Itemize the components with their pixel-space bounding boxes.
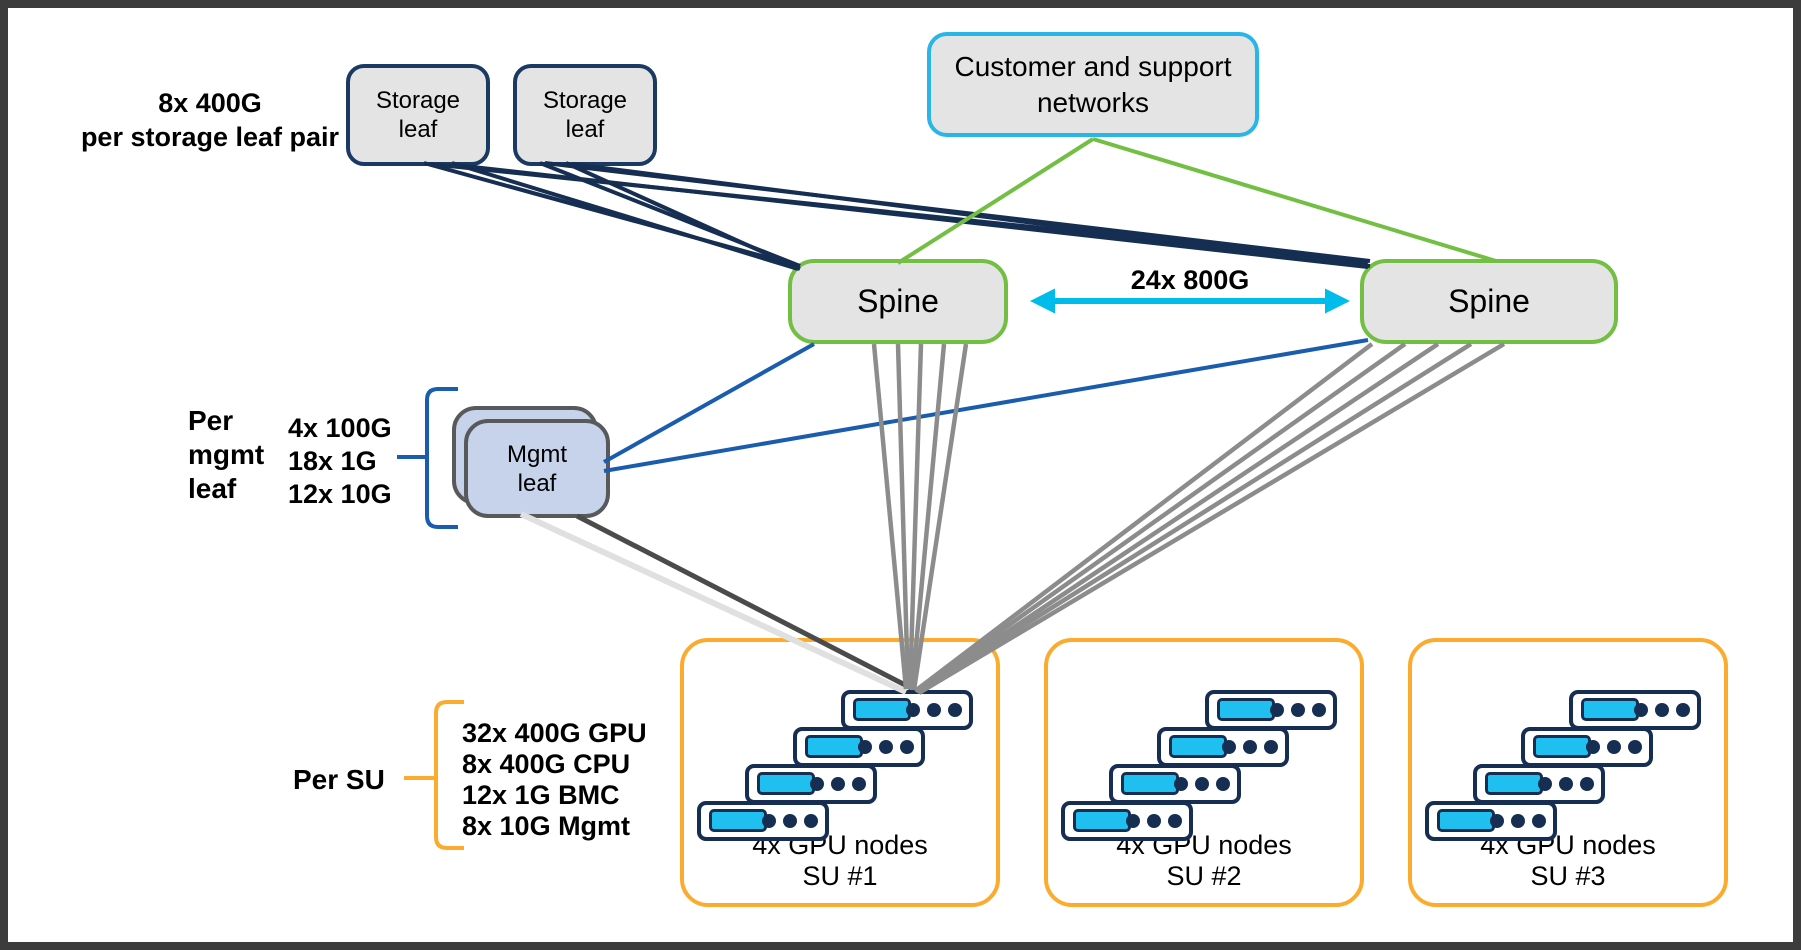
gpu-dots-icon	[906, 703, 962, 717]
storage-leaf-1-label: Storage	[375, 87, 461, 114]
per-su-port-1: 8x 400G CPU	[462, 749, 631, 779]
gpu-node-icon	[1061, 801, 1193, 841]
mgmt-caption-line1: Per	[188, 405, 234, 436]
gpu-node-icon	[1425, 801, 1557, 841]
storage-leaf-1-label2: leaf	[398, 116, 438, 143]
mgmt-leaf: Mgmt leaf	[464, 419, 610, 518]
gpu-cluster-su2	[1061, 690, 1337, 841]
gpu-node-icon	[697, 801, 829, 841]
spine-right: Spine	[1360, 259, 1618, 344]
per-su-ports-list: 32x 400G GPU 8x 400G CPU 12x 1G BMC 8x 1…	[462, 718, 647, 842]
spine-right-label: Spine	[1448, 283, 1530, 319]
gpu-node-icon	[1569, 690, 1701, 730]
su-1-caption: 4x GPU nodes SU #1	[684, 830, 996, 892]
customer-to-spine-links	[896, 137, 1497, 265]
gpu-dots-icon	[762, 814, 818, 828]
storage-leaf-2-label: Storage	[542, 87, 628, 114]
mgmt-leaf-label: Mgmt	[507, 440, 567, 468]
su-box-1: 4x GPU nodes SU #1	[680, 638, 1000, 907]
storage-ports-label: 8x 400G per storage leaf pair	[60, 86, 360, 154]
mgmt-to-su-links	[519, 511, 913, 695]
spine-left: Spine	[788, 259, 1008, 344]
su-1-caption-line2: SU #1	[802, 861, 878, 891]
gpu-dots-icon	[858, 740, 914, 754]
customer-networks-line1: Customer and support	[954, 50, 1232, 82]
mgmt-ports-list: 4x 100G 18x 1G 12x 10G	[288, 412, 392, 511]
gpu-dots-icon	[1586, 740, 1642, 754]
storage-ports-line2: per storage leaf pair	[80, 122, 340, 152]
per-su-port-0: 32x 400G GPU	[462, 718, 647, 748]
gpu-node-icon	[1109, 764, 1241, 804]
customer-networks-box: Customer and support networks	[927, 32, 1259, 137]
mgmt-caption-line3: leaf	[188, 473, 237, 504]
mgmt-port-2: 12x 10G	[288, 479, 392, 509]
gpu-dots-icon	[1174, 777, 1230, 791]
per-su-port-3: 8x 10G Mgmt	[462, 811, 631, 841]
su-2-caption-line2: SU #2	[1166, 861, 1242, 891]
spine-to-su-links	[871, 342, 1506, 695]
spine-left-label: Spine	[857, 283, 939, 319]
mgmt-ports-bracket	[397, 387, 458, 529]
per-su-port-2: 12x 1G BMC	[462, 780, 620, 810]
customer-networks-line2: networks	[1036, 86, 1150, 118]
gpu-cluster-su3	[1425, 690, 1701, 841]
gpu-cluster-su1	[697, 690, 973, 841]
gpu-dots-icon	[1538, 777, 1594, 791]
per-su-ports-bracket	[404, 700, 464, 850]
storage-leaf-1: Storage leaf	[346, 64, 490, 166]
mgmt-leaf-label2: leaf	[517, 469, 557, 497]
gpu-dots-icon	[1222, 740, 1278, 754]
storage-ports-line1: 8x 400G	[158, 88, 262, 118]
mgmt-caption-line2: mgmt	[188, 439, 265, 470]
gpu-dots-icon	[1634, 703, 1690, 717]
su-3-caption-line2: SU #3	[1530, 861, 1606, 891]
per-su-caption: Per SU	[293, 764, 385, 796]
gpu-node-icon	[1157, 727, 1289, 767]
gpu-dots-icon	[1270, 703, 1326, 717]
mgmt-caption: Per mgmt leaf	[188, 404, 264, 506]
gpu-dots-icon	[810, 777, 866, 791]
mgmt-port-0: 4x 100G	[288, 413, 392, 443]
per-su-caption-text: Per SU	[293, 764, 385, 795]
storage-leaf-2-label2: leaf	[565, 116, 605, 143]
gpu-dots-icon	[1126, 814, 1182, 828]
gpu-dots-icon	[1490, 814, 1546, 828]
mgmt-to-spine-links	[603, 338, 1369, 473]
mgmt-port-1: 18x 1G	[288, 446, 377, 476]
